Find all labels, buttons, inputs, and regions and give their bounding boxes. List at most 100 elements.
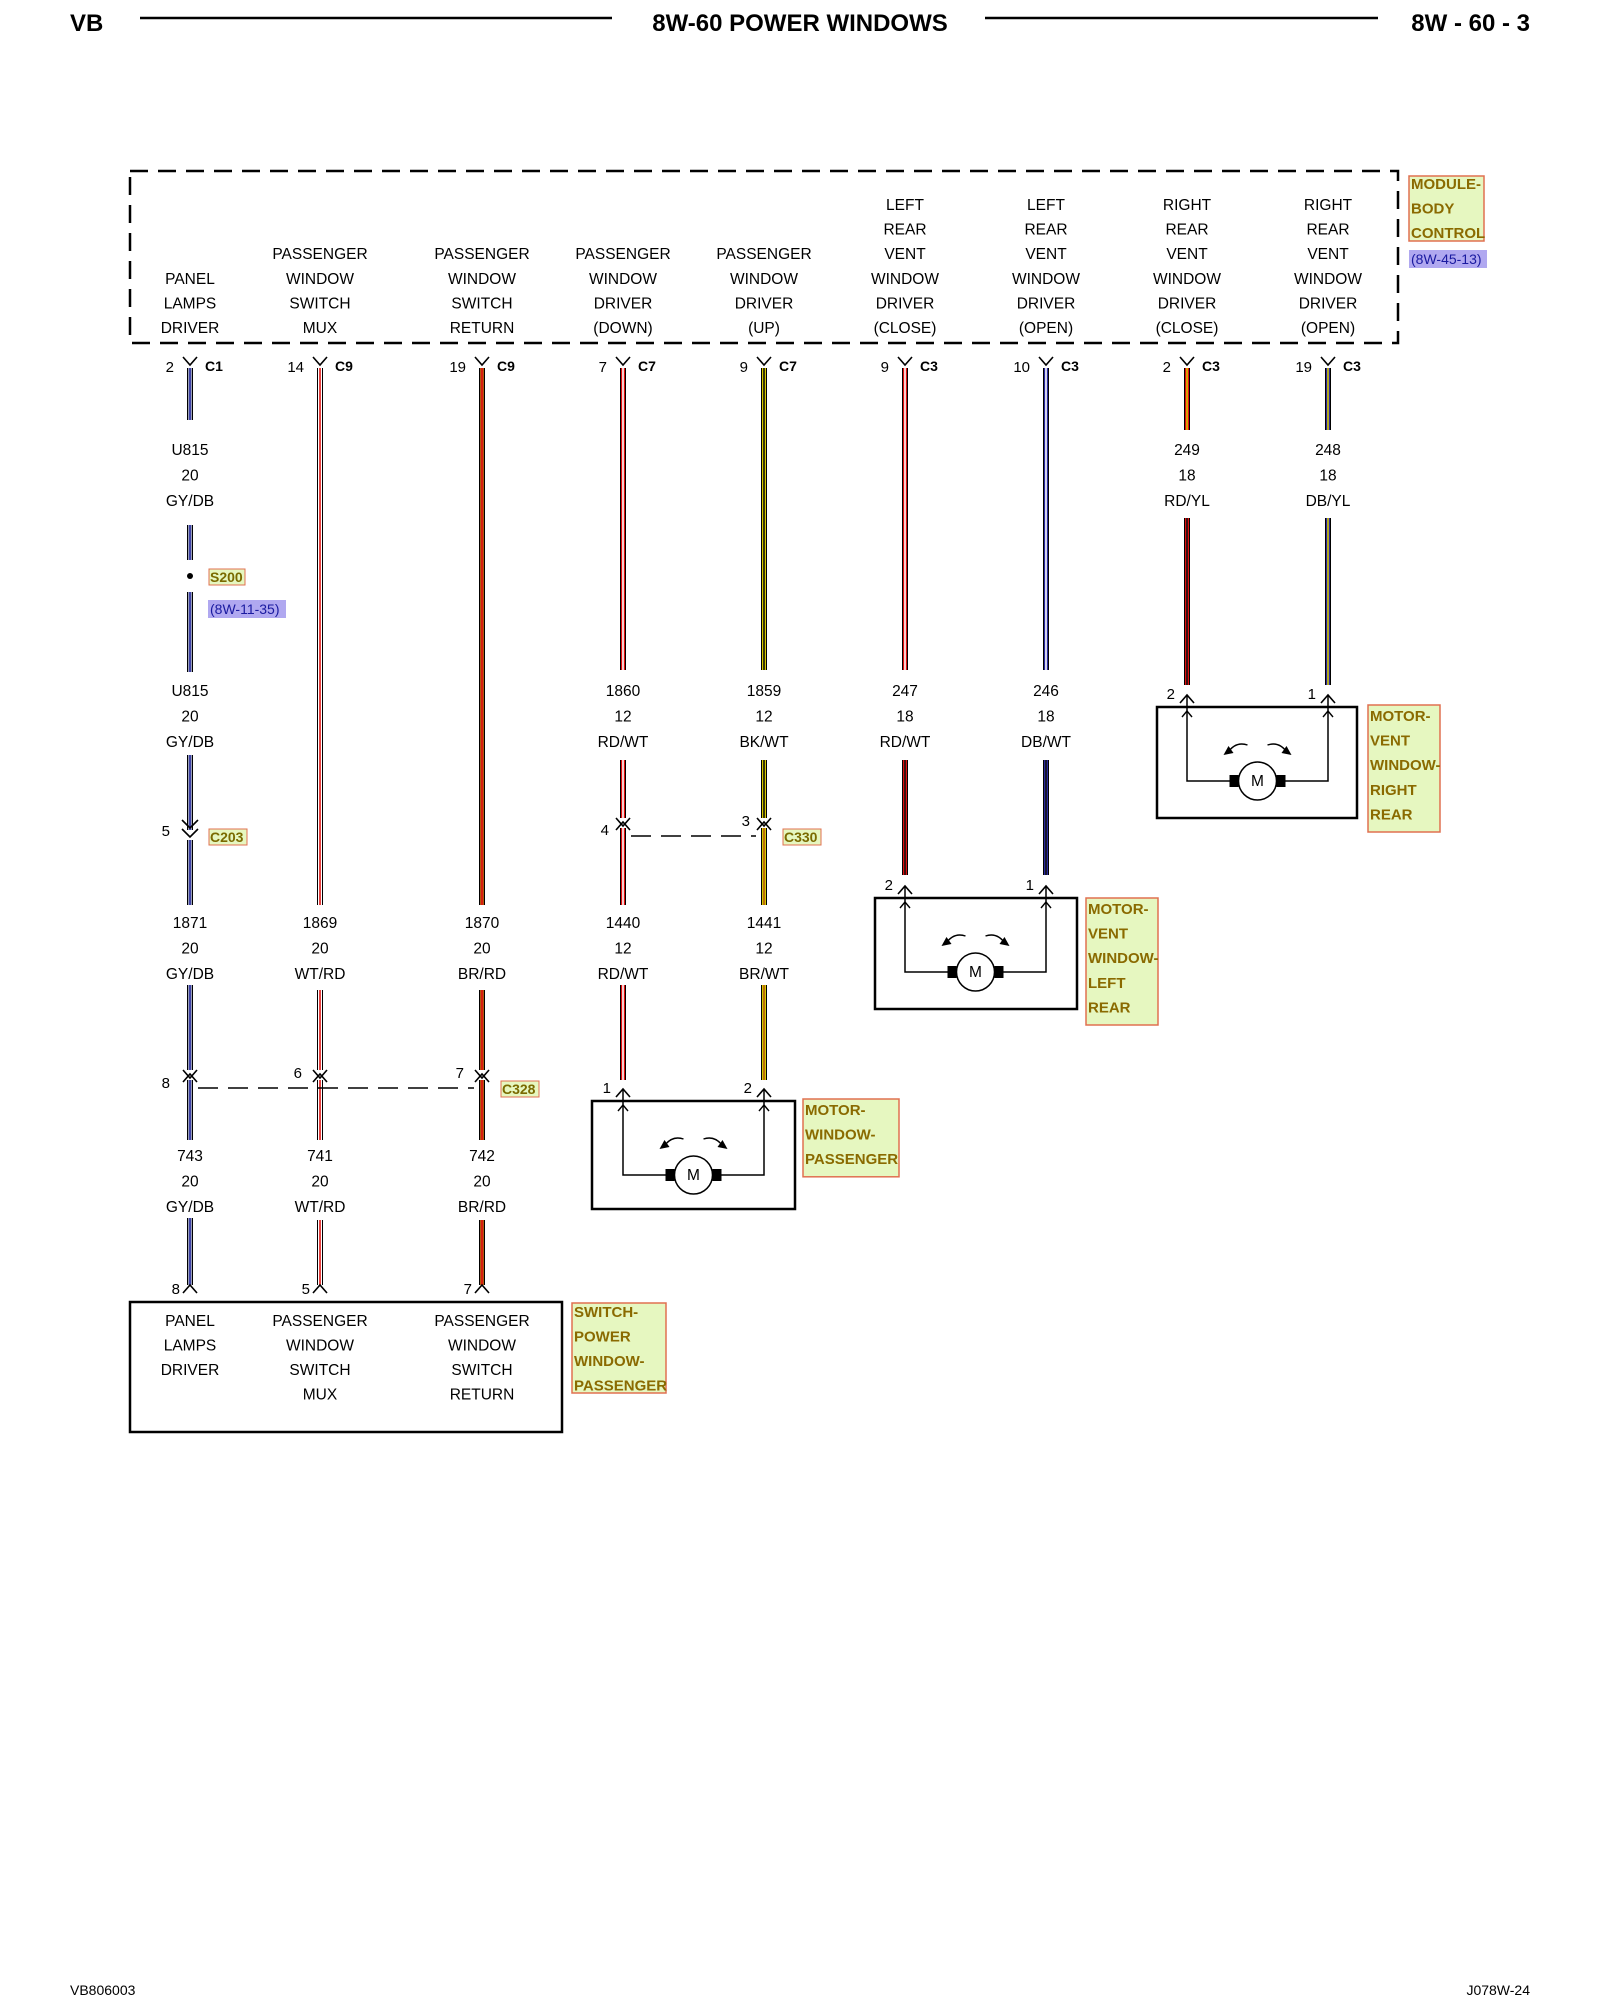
switch-label-line: SWITCH: [289, 1362, 350, 1379]
wire-label-line: 742: [469, 1148, 495, 1165]
motor-name-line: RIGHT: [1370, 782, 1417, 799]
wire-label-line: 1870: [465, 915, 500, 932]
module-connector-name: C3: [920, 358, 938, 374]
module-label-line: WINDOW: [1153, 271, 1221, 288]
module-label-line: VENT: [1025, 246, 1067, 263]
wire-label-line: RD/YL: [1164, 493, 1210, 510]
c203-pin: 5: [162, 823, 170, 840]
module-label-line: DRIVER: [594, 295, 653, 312]
switch-name-line: SWITCH-: [574, 1304, 638, 1321]
module-label-line: PASSENGER: [716, 246, 811, 263]
motor-name-line: VENT: [1370, 733, 1410, 750]
wire-label-line: RD/WT: [598, 734, 649, 751]
module-label-line: PASSENGER: [272, 246, 367, 263]
module-label-line: (OPEN): [1301, 320, 1355, 337]
module-pin-number: 9: [740, 359, 748, 376]
module-label-line: SWITCH: [451, 295, 512, 312]
wire-label-line: GY/DB: [166, 966, 214, 983]
c328-pin-c: 7: [456, 1065, 464, 1082]
connector-fork-symbol: [1320, 356, 1336, 367]
footer-left: VB806003: [70, 1982, 136, 1998]
module-label-line: PANEL: [165, 271, 215, 288]
wire-label-line: GY/DB: [166, 493, 214, 510]
module-connector-name: C7: [638, 358, 656, 374]
switch-label-line: WINDOW: [286, 1338, 354, 1355]
wire-label-line: 18: [1178, 468, 1195, 485]
module-connector-name: C3: [1202, 358, 1220, 374]
module-label-line: DRIVER: [1299, 295, 1358, 312]
module-label-line: DRIVER: [735, 295, 794, 312]
module-column-labels: PANEL LAMPS DRIVER 2 C1 PASSENGER WINDOW SWITCH…: [161, 197, 1363, 376]
module-label-line: VENT: [1307, 246, 1349, 263]
motor-pin-right: 1: [1026, 877, 1034, 894]
switch-label-line: DRIVER: [161, 1362, 220, 1379]
module-label-line: RIGHT: [1304, 197, 1353, 214]
motor-name-line: WINDOW-: [1088, 950, 1159, 967]
switch-pin-number: 8: [172, 1281, 180, 1298]
wire-label-line: 1859: [747, 683, 781, 700]
connector-fork-symbol: [1179, 356, 1195, 367]
connector-fork-symbol: [897, 356, 913, 367]
connector-fork-symbol: [756, 356, 772, 367]
module-label-line: LAMPS: [164, 295, 217, 312]
module-label-line: WINDOW: [871, 271, 939, 288]
module-label-line: (DOWN): [593, 320, 652, 337]
module-label-line: REAR: [1165, 222, 1208, 239]
switch-pin-number: 5: [302, 1281, 310, 1298]
wire-label-line: RD/WT: [598, 966, 649, 983]
module-label-line: (CLOSE): [1156, 320, 1219, 337]
header-right: 8W - 60 - 3: [1411, 10, 1530, 37]
module-label-line: WINDOW: [286, 271, 354, 288]
module-label-line: REAR: [883, 222, 926, 239]
wire-labels-layer: U81520GY/DBU81520GY/DB187120GY/DB74320GY…: [166, 442, 1351, 1216]
motor-name-line: WINDOW-: [805, 1127, 876, 1144]
switch-name-line: WINDOW-: [574, 1353, 645, 1370]
connector-fork-symbol: [1038, 356, 1054, 367]
wire-label-line: 20: [311, 941, 329, 958]
module-connector-name: C3: [1061, 358, 1079, 374]
module-label-line: (OPEN): [1019, 320, 1073, 337]
module-label-line: WINDOW: [448, 271, 516, 288]
module-pin-number: 2: [166, 359, 174, 376]
switch-label-line: PANEL: [165, 1313, 215, 1330]
motor-name-line: LEFT: [1088, 975, 1126, 992]
c203-name: C203: [210, 829, 244, 845]
wire-label-line: 12: [614, 941, 631, 958]
c328-name: C328: [502, 1081, 536, 1097]
c330-name: C330: [784, 829, 818, 845]
wire-label-line: BR/RD: [458, 1199, 506, 1216]
wire-label-line: BR/RD: [458, 966, 506, 983]
module-label-line: (CLOSE): [874, 320, 937, 337]
wire-label-line: 20: [181, 468, 199, 485]
wire-label-line: DB/WT: [1021, 734, 1071, 751]
motor-name-line: MOTOR-: [1088, 901, 1149, 918]
wire-label-line: 248: [1315, 442, 1341, 459]
motor-pin-left: 1: [603, 1080, 611, 1097]
connector-fork-symbol: [615, 356, 631, 367]
wire-label-line: 1441: [747, 915, 781, 932]
module-name-line: BODY: [1411, 201, 1454, 218]
module-label-line: DRIVER: [1017, 295, 1076, 312]
module-pin-number: 14: [287, 359, 304, 376]
switch-label-line: PASSENGER: [272, 1313, 367, 1330]
switch-pin-number: 7: [464, 1281, 472, 1298]
module-label-line: DRIVER: [1158, 295, 1217, 312]
module-connector-name: C1: [205, 358, 223, 374]
wire-label-line: 1869: [303, 915, 337, 932]
switch-name-line: PASSENGER: [574, 1378, 667, 1395]
motor-name-line: WINDOW-: [1370, 757, 1441, 774]
